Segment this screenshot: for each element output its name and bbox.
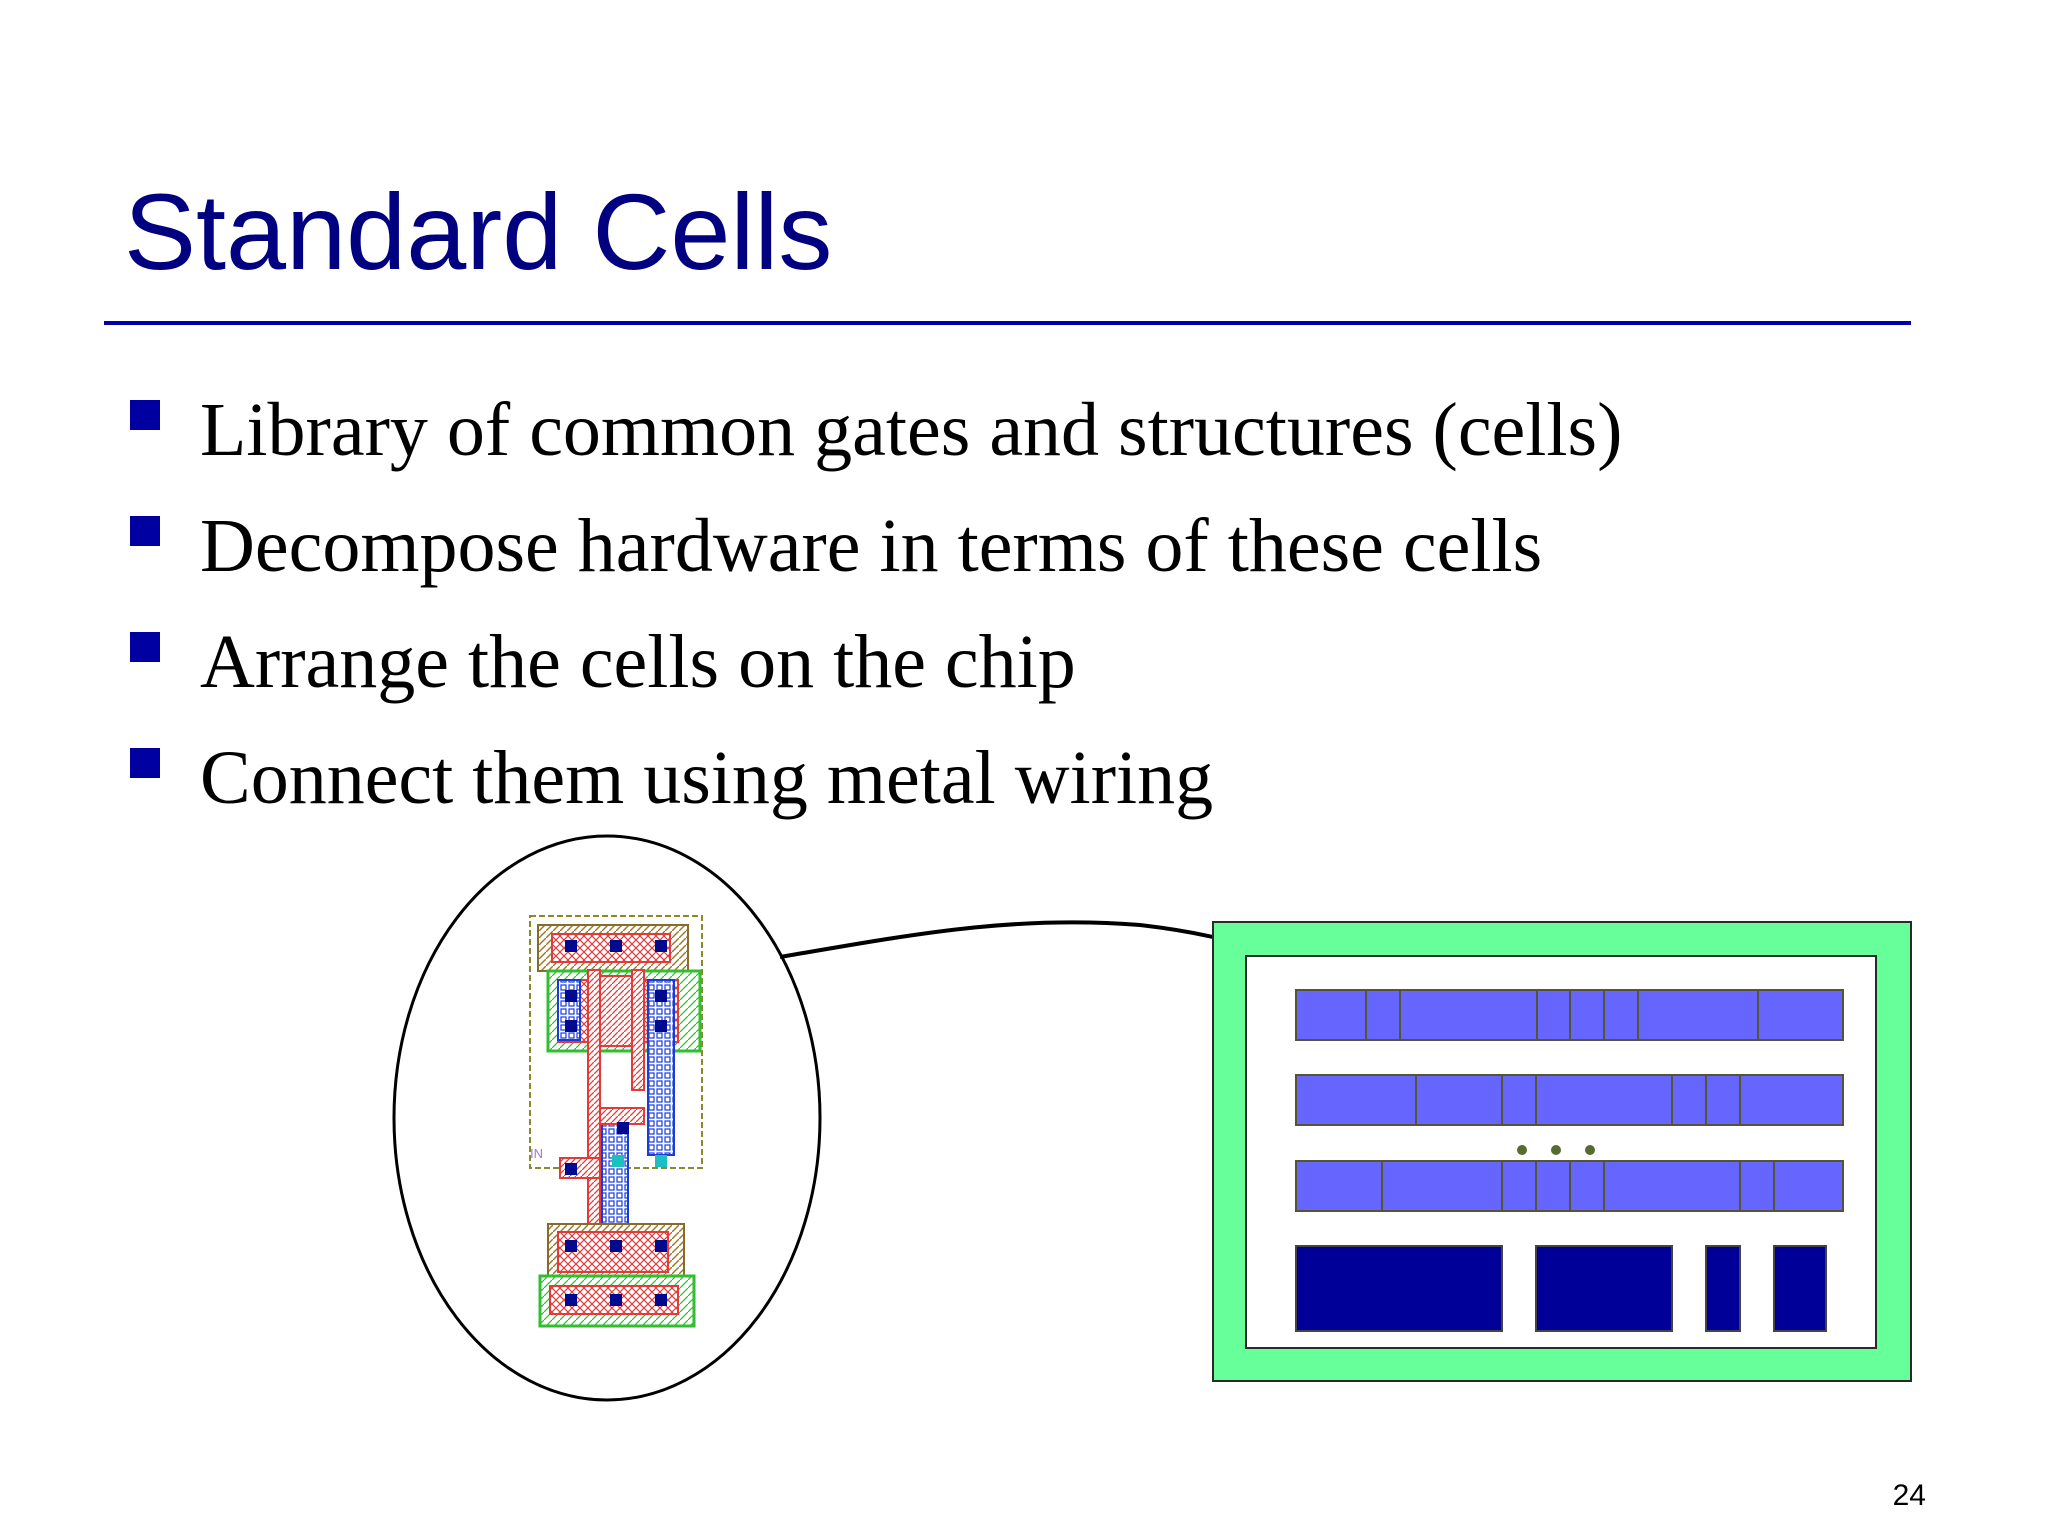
cell-layout-label: IN — [530, 1146, 543, 1161]
bullet-square-icon — [130, 516, 160, 546]
slide-title: Standard Cells — [124, 171, 833, 292]
bullet-square-icon — [130, 632, 160, 662]
page-number: 24 — [1892, 1479, 1926, 1512]
bullet-text: Connect them using metal wiring — [200, 736, 1214, 820]
title-underline — [104, 321, 1911, 325]
bullet-text: Decompose hardware in terms of these cel… — [200, 504, 1543, 588]
bullet-text: Arrange the cells on the chip — [200, 620, 1076, 704]
bullet-square-icon — [130, 400, 160, 430]
magnifier-ellipse — [392, 834, 822, 1402]
bullet-text: Library of common gates and structures (… — [200, 388, 1623, 472]
bullet-square-icon — [130, 748, 160, 778]
chip-floorplan-icon — [1212, 921, 1912, 1382]
cell-layout-icon: IN — [529, 915, 703, 1328]
